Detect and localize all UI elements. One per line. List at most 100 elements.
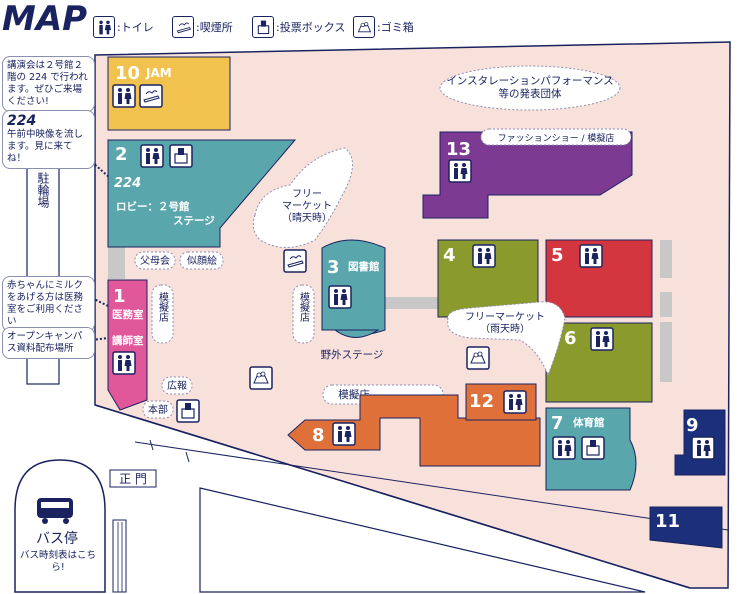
room-224-notice: 224 午前中映像を流します。見に来てね！ <box>2 110 95 169</box>
svg-text:インスタレーションパフォーマンス等の発表団体: インスタレーションパフォーマンス等の発表団体 <box>446 75 613 100</box>
legend-toilet-label: :トイレ <box>117 21 154 34</box>
free-market-fair-line: マーケット <box>282 200 332 212</box>
svg-text:ロビー：２号館: ロビー：２号館 <box>116 200 190 213</box>
building-12[interactable]: 12 <box>465 383 537 421</box>
toilet-icon <box>503 390 527 414</box>
room-224-notice-title: 224 <box>7 113 37 129</box>
smoking-area-icon <box>139 84 163 108</box>
toilet-icon <box>590 327 614 351</box>
baby-milk-notice: 赤ちゃんにミルクをあげる方は医務室をご利用ください <box>2 276 95 332</box>
smoking-area-icon <box>283 249 307 273</box>
bus-stop[interactable]: バス停 <box>14 459 106 593</box>
svg-text:11: 11 <box>655 511 680 532</box>
building-2[interactable]: 2 224 ロビー：２号館 ステージ <box>107 139 297 248</box>
svg-text:7: 7 <box>551 413 564 434</box>
building-3-library[interactable]: 3 図書館 <box>321 239 386 338</box>
free-market-rain-line: フリーマーケット <box>465 311 545 323</box>
map-title: MAP <box>0 0 87 39</box>
building-9[interactable]: 9 <box>674 409 726 476</box>
svg-text:13: 13 <box>446 139 471 160</box>
svg-text:4: 4 <box>443 245 456 266</box>
bus-icon <box>37 498 73 524</box>
bus-stop-title: バス停 <box>36 530 78 547</box>
legend-trash-bin-label: :ゴミ箱 <box>377 21 414 34</box>
svg-text:医務室: 医務室 <box>112 308 144 321</box>
svg-text:図書館: 図書館 <box>348 260 380 273</box>
walkway-b3-b4 <box>385 297 440 309</box>
free-market-fair-line: フリー <box>292 189 322 200</box>
road-lower <box>199 487 646 593</box>
main-gate-label: 正 門 <box>119 472 147 486</box>
road-bus-lane <box>112 519 127 593</box>
baby-milk-notice-text: 赤ちゃんにミルクをあげる方は医務室をご利用ください <box>7 280 84 327</box>
svg-text:体育館: 体育館 <box>573 416 605 429</box>
connector-224 <box>91 161 111 179</box>
trash-bin-icon <box>249 366 273 390</box>
lecture-notice-text: 講演会は２号館２階の 224 で行われます。ぜひご来場ください! <box>7 60 88 107</box>
svg-text:ステージ: ステージ <box>173 215 215 227</box>
ballot-box-icon <box>169 144 193 168</box>
free-market-rain-line: （雨天時） <box>480 323 530 335</box>
svg-text:父母会: 父母会 <box>140 254 170 267</box>
walkway-east-3 <box>660 322 672 382</box>
svg-text:10: 10 <box>115 63 140 84</box>
svg-text:JAM: JAM <box>145 66 172 80</box>
legend-ballot-box: :投票ボックス <box>252 16 345 38</box>
legend-toilet: :トイレ <box>93 16 154 38</box>
building-7-gymnasium[interactable]: 7 体育館 <box>545 407 637 491</box>
toilet-icon <box>448 159 472 183</box>
legend-smoking: :喫煙所 <box>172 16 233 38</box>
toilet-icon <box>332 422 356 446</box>
trash-bin-icon <box>466 346 490 370</box>
mock-shop-label-1: 模擬店 <box>151 284 174 344</box>
building-13[interactable]: 13 ファッションショー / 模擬店 <box>422 128 633 219</box>
svg-text:224: 224 <box>114 176 141 191</box>
bus-timetable-link[interactable]: バス時刻表はこちら! <box>20 550 96 574</box>
installation-line: インスタレーションパフォーマンス <box>446 75 613 87</box>
mock-shop-label-2: 模擬店 <box>292 284 315 344</box>
toilet-icon <box>112 84 136 108</box>
smoking-area-icon <box>172 16 194 38</box>
building-6[interactable]: 6 <box>545 322 653 403</box>
building-10-jam[interactable]: 10 JAM <box>107 56 231 131</box>
connector-opencampus <box>91 337 109 341</box>
svg-text:模擬店: 模擬店 <box>157 292 169 323</box>
installation-performance-label: インスタレーションパフォーマンス等の発表団体 <box>439 65 621 111</box>
svg-text:MAP: MAP <box>2 0 87 39</box>
portrait-label: 似顔絵 <box>179 251 224 270</box>
walkway-b1 <box>108 247 125 279</box>
svg-text:フリーマーケット（雨天時）: フリーマーケット（雨天時） <box>465 311 545 335</box>
legend-smoking-label: :喫煙所 <box>196 21 233 34</box>
room-224-notice-text: 午前中映像を流します。見に来てね！ <box>7 129 84 164</box>
svg-text:ファッションショー / 模擬店: ファッションショー / 模擬店 <box>498 132 615 144</box>
svg-text:模擬店: 模擬店 <box>298 292 310 323</box>
ballot-box-icon <box>581 436 605 460</box>
legend-ballot-box-label: :投票ボックス <box>276 21 346 34</box>
trash-bin-icon <box>353 16 375 38</box>
svg-text:6: 6 <box>564 328 577 349</box>
open-campus-notice-text: オープンキャンパス資料配布場所 <box>7 331 83 354</box>
building-11[interactable]: 11 <box>649 506 723 549</box>
legend-trash-bin: :ゴミ箱 <box>353 16 414 38</box>
free-market-rainy-weather: フリーマーケット（雨天時） <box>447 301 566 377</box>
toilet-icon <box>691 436 715 460</box>
walkway-east-2 <box>660 292 672 317</box>
toilet-icon <box>579 244 603 268</box>
building-1[interactable]: 1 医務室 講師室 <box>107 279 148 411</box>
connector-milk <box>91 297 109 307</box>
main-gate-label-box <box>109 469 157 488</box>
headquarters-label: 本部 <box>142 400 174 419</box>
svg-text:フリーマーケット（晴天時）: フリーマーケット（晴天時） <box>282 189 332 224</box>
ballot-box-icon <box>252 16 274 38</box>
svg-text:本部: 本部 <box>148 403 168 416</box>
toilet-icon <box>552 436 576 460</box>
svg-text:駐輪場: 駐輪場 <box>36 171 50 209</box>
svg-text:広報: 広報 <box>167 379 187 392</box>
svg-text:3: 3 <box>327 257 340 278</box>
building-8[interactable]: 8 <box>287 394 541 467</box>
bus-timetable-text: バス時刻表はこちら! <box>20 550 97 573</box>
free-market-fair-line: （晴天時） <box>282 211 332 224</box>
building-5[interactable]: 5 <box>545 239 653 318</box>
parents-association-label: 父母会 <box>134 251 176 270</box>
